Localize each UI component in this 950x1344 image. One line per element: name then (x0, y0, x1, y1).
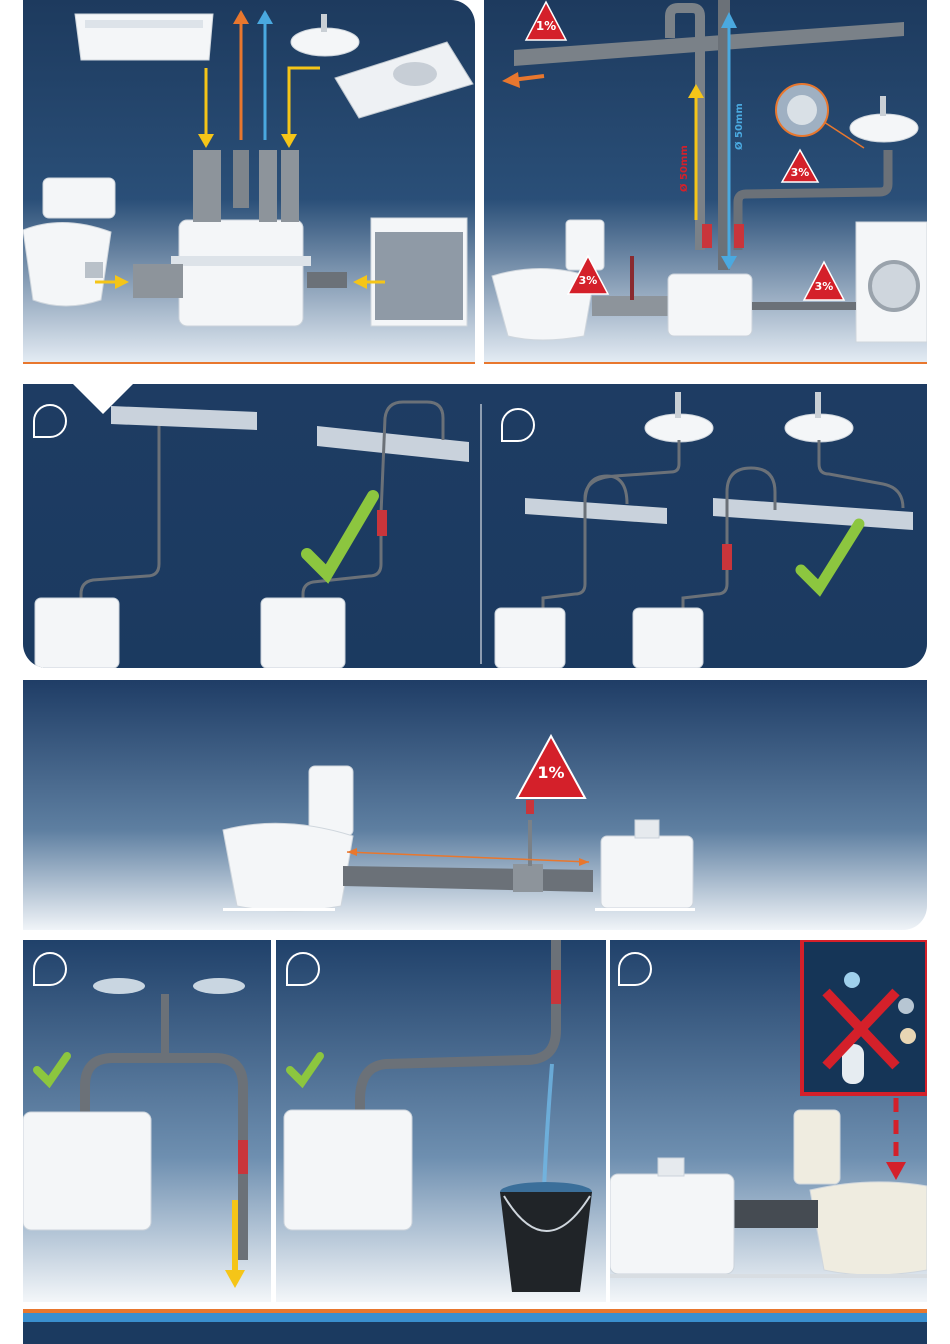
slope-label-3pct: 3% (815, 280, 834, 293)
pump-unit-icon (35, 598, 119, 668)
step-marker-icon (33, 952, 67, 986)
bucket-test-illustration (276, 940, 606, 1302)
pump-unit-icon (284, 1110, 412, 1230)
arrow-icon (502, 72, 544, 88)
connections-illustration (23, 0, 475, 362)
footer-blue-band (23, 1313, 927, 1322)
panel-bucket-test (276, 940, 606, 1302)
warning-triangle-icon: 1% (526, 2, 566, 40)
toilet-icon (23, 178, 115, 306)
pump-unit-icon (133, 220, 347, 326)
bucket-icon (500, 1182, 592, 1292)
step-marker-icon (618, 952, 652, 986)
pipe-diameter-label-blue: Ø 50mm (734, 103, 745, 150)
slopes-illustration: 1% 3% 3% 3% (484, 0, 927, 362)
slope-label-1pct: 1% (536, 19, 556, 33)
kitchen-sink-icon (335, 42, 473, 118)
panel-connections (23, 0, 475, 362)
bathtub-icon (75, 14, 213, 60)
panel-pipe-loops (23, 384, 927, 668)
warning-triangle-icon: 3% (782, 150, 818, 182)
pump-unit-icon (495, 608, 565, 668)
panel-vent (23, 940, 271, 1302)
pump-unit-icon (23, 1112, 151, 1230)
toilet-icon (794, 1110, 927, 1275)
divider-top-right (484, 362, 927, 364)
warning-triangle-icon: 1% (517, 736, 585, 798)
washbasin-icon (291, 14, 359, 56)
arrow-icon (886, 1098, 906, 1180)
washbasin-icon (850, 96, 918, 142)
warning-triangle-icon: 3% (804, 262, 844, 300)
pump-unit-icon (601, 820, 693, 908)
vent-illustration (23, 940, 271, 1302)
panel-slopes: 1% 3% 3% 3% Ø 50mm Ø 50mm (484, 0, 927, 362)
step-marker-icon (501, 408, 535, 442)
panel-forbidden-items (610, 940, 927, 1302)
slope-label-1pct: 1% (537, 763, 564, 782)
washing-machine-icon (856, 222, 927, 342)
checkmark-icon (801, 524, 859, 588)
step-marker-icon (33, 404, 67, 438)
divider-top-left (23, 362, 475, 364)
pump-unit-icon (633, 608, 703, 668)
slope-label-3pct: 3% (579, 274, 598, 287)
pump-unit-icon (261, 598, 345, 668)
footer-navy-band (23, 1322, 927, 1344)
toilet-icon (223, 766, 353, 911)
dishwasher-icon (371, 218, 467, 326)
pipe-diameter-label-red: Ø 50mm (679, 145, 690, 192)
pipe-loops-illustration (23, 384, 927, 668)
checkmark-icon (37, 1056, 67, 1082)
arrow-icon (347, 848, 589, 866)
forbidden-items-illustration (610, 940, 927, 1302)
step-marker-icon (286, 952, 320, 986)
slope-label-3pct: 3% (791, 166, 810, 179)
washbasin-icon (785, 392, 853, 442)
pump-unit-icon (668, 274, 752, 336)
checkmark-icon (290, 1056, 320, 1082)
toilet-slope-illustration: 1% (23, 680, 927, 930)
strainer-detail-icon (776, 84, 864, 148)
pump-unit-icon (610, 1158, 734, 1274)
washbasin-icon (645, 392, 713, 442)
checkmark-icon (307, 496, 373, 574)
panel-toilet-slope: 1% (23, 680, 927, 930)
